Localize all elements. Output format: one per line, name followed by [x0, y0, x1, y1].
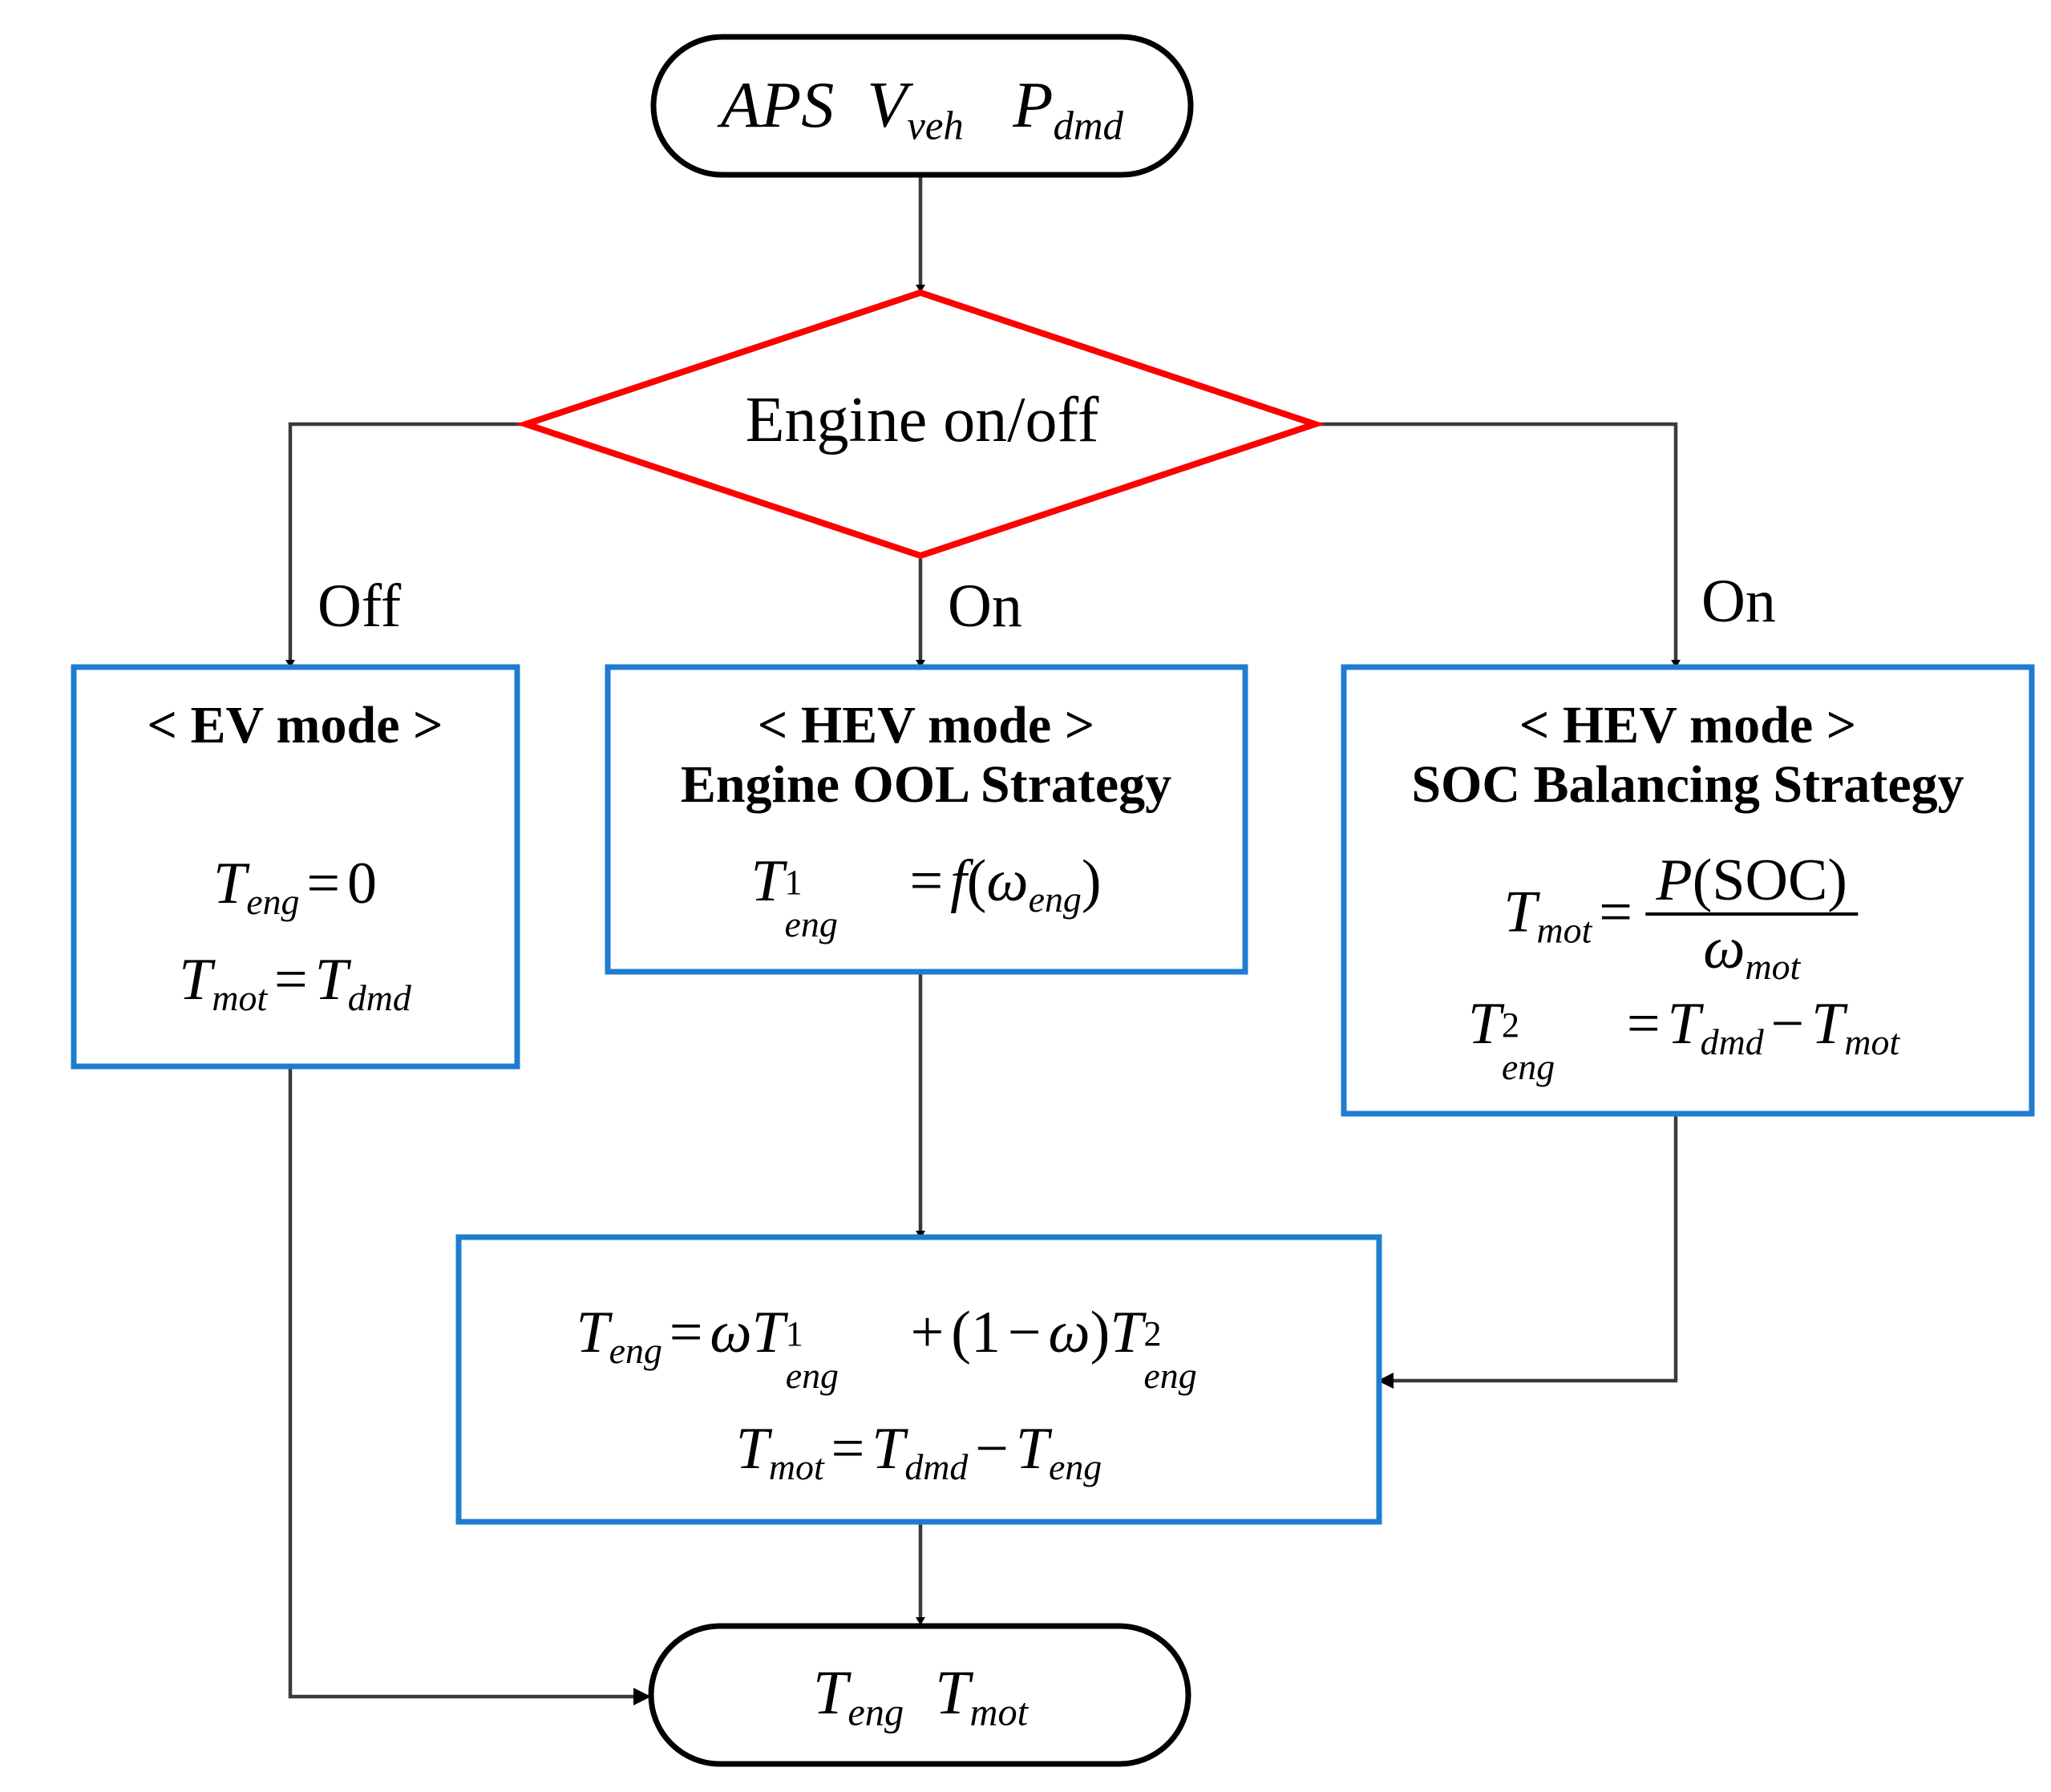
- ool-eq-T-sub: eng: [784, 904, 838, 945]
- soc-eq1-equals: =: [1599, 879, 1632, 945]
- start-node-label: APS Vveh Pdmd: [721, 72, 1123, 146]
- ev-mode-equation-2: Tmot=Tdmd: [179, 950, 411, 1016]
- edge-label-on-right: On: [1701, 568, 1776, 635]
- merge-eq2-T: T: [735, 1416, 769, 1482]
- start-label-v-sub: veh: [907, 103, 964, 148]
- soc-eq1-num-arg: (SOC): [1692, 847, 1847, 913]
- edge-ev-to-end: [288, 1066, 651, 1705]
- soc-eq1-T: T: [1503, 879, 1537, 945]
- start-label-p-sub: dmd: [1053, 103, 1123, 148]
- soc-eq2-T-sub: eng: [1501, 1046, 1555, 1088]
- soc-eq2-T-sup: 2: [1501, 1004, 1520, 1045]
- merge-eq1-T: T: [576, 1300, 609, 1365]
- edge-soc-to-merge: [1377, 1114, 1678, 1389]
- ool-eq-equals: =: [909, 848, 944, 914]
- ev-eq2-rhs-sub: dmd: [347, 977, 411, 1018]
- ool-eq-omega-sub: eng: [1028, 878, 1082, 920]
- start-label-aps: APS: [721, 68, 835, 141]
- merge-node: [455, 1234, 1382, 1525]
- merge-eq1-T1-sub: eng: [785, 1355, 839, 1397]
- soc-eq2-equals: =: [1626, 991, 1661, 1057]
- ool-eq-rparen: ): [1081, 848, 1102, 914]
- end-node: [648, 1623, 1191, 1767]
- soc-eq2-rhs2-sub: mot: [1844, 1021, 1900, 1062]
- edge-decision-on-to-soc: [1315, 422, 1681, 668]
- ool-eq-omega: ω: [986, 848, 1029, 914]
- ool-eq-lparen: (: [966, 848, 987, 914]
- merge-eq1-T-sub: eng: [609, 1329, 662, 1371]
- merge-eq1-T2: T: [1110, 1300, 1143, 1365]
- merge-eq2-rhs2: T: [1015, 1416, 1050, 1482]
- edge-decision-off-to-ev: [285, 422, 526, 668]
- ev-eq2-T: T: [179, 947, 212, 1013]
- hev-soc-node: [1341, 664, 2035, 1117]
- hev-ool-title: < HEV mode >: [757, 696, 1095, 754]
- end-label-T1: T: [812, 1657, 848, 1727]
- ev-eq1-T: T: [213, 851, 247, 916]
- merge-eq1-plus: +: [910, 1300, 945, 1365]
- merge-eq1-T2-sup: 2: [1143, 1313, 1162, 1353]
- soc-eq2-rhs1: T: [1667, 991, 1701, 1057]
- hev-soc-equation-1: Tmot=P(SOC)ωmot: [1503, 851, 1863, 985]
- merge-eq2-rhs1-sub: dmd: [904, 1446, 969, 1487]
- ool-eq-f: f: [950, 848, 967, 914]
- hev-ool-node: [605, 664, 1248, 975]
- edge-label-off: Off: [318, 572, 402, 640]
- ev-eq1-T-sub: eng: [246, 880, 300, 922]
- soc-eq1-den-omega: ω: [1703, 915, 1746, 981]
- merge-eq1-omega: ω: [710, 1300, 752, 1365]
- soc-eq2-minus: −: [1770, 991, 1805, 1057]
- end-label-T2-sub: mot: [969, 1691, 1029, 1734]
- decision-node-label: Engine on/off: [745, 385, 1099, 455]
- merge-eq2-T-sub: mot: [768, 1446, 824, 1487]
- merge-eq1-lparen: (: [951, 1300, 971, 1365]
- start-label-v: V: [867, 68, 908, 141]
- ev-eq2-T-sub: mot: [212, 977, 268, 1018]
- merge-eq1-T2-sub: eng: [1143, 1355, 1197, 1397]
- merge-eq1-omega2: ω: [1048, 1300, 1090, 1365]
- merge-equation-2: Tmot=Tdmd−Teng: [735, 1416, 1102, 1485]
- merge-eq1-rparen: ): [1090, 1300, 1110, 1365]
- end-label-T2: T: [935, 1657, 970, 1727]
- ev-eq2-equals: =: [274, 947, 308, 1013]
- hev-ool-subtitle: Engine OOL Strategy: [680, 755, 1172, 814]
- ool-eq-T: T: [750, 848, 784, 914]
- soc-eq1-T-sub: mot: [1536, 909, 1592, 951]
- soc-eq2-rhs2: T: [1811, 991, 1845, 1057]
- start-label-p: P: [1013, 68, 1054, 141]
- decision-node: [516, 289, 1325, 560]
- soc-eq1-num-P: P: [1656, 847, 1693, 913]
- start-node: [650, 34, 1194, 178]
- soc-eq1-den-sub: mot: [1745, 945, 1801, 987]
- ev-eq1-rhs: 0: [346, 851, 377, 916]
- ev-mode-node: [71, 664, 520, 1070]
- hev-soc-title: < HEV mode >: [1519, 696, 1857, 754]
- merge-eq1-minus: −: [1007, 1300, 1042, 1365]
- merge-eq1-T1: T: [751, 1300, 785, 1365]
- edge-label-on-middle: On: [948, 572, 1022, 640]
- ev-mode-equation-1: Teng=0: [213, 851, 377, 920]
- soc-eq2-T: T: [1467, 991, 1502, 1057]
- merge-eq1-equals: =: [669, 1300, 703, 1365]
- merge-eq2-equals: =: [831, 1416, 865, 1482]
- merge-eq1-one: 1: [970, 1300, 1001, 1365]
- ool-eq-T-sup: 1: [784, 861, 803, 902]
- soc-eq2-rhs1-sub: dmd: [1700, 1021, 1764, 1062]
- ev-mode-title: < EV mode >: [147, 696, 443, 754]
- merge-eq2-minus: −: [975, 1416, 1009, 1482]
- ev-eq1-equals: =: [306, 851, 341, 916]
- end-label-T1-sub: eng: [848, 1691, 904, 1734]
- soc-eq1-fraction: P(SOC)ωmot: [1645, 851, 1859, 985]
- ev-eq2-rhs: T: [314, 947, 348, 1013]
- merge-eq2-rhs2-sub: eng: [1049, 1446, 1102, 1487]
- end-node-label: Teng Tmot: [813, 1661, 1028, 1733]
- hev-soc-subtitle: SOC Balancing Strategy: [1411, 755, 1964, 814]
- merge-eq2-rhs1: T: [872, 1416, 905, 1482]
- merge-eq1-T1-sup: 1: [785, 1313, 803, 1353]
